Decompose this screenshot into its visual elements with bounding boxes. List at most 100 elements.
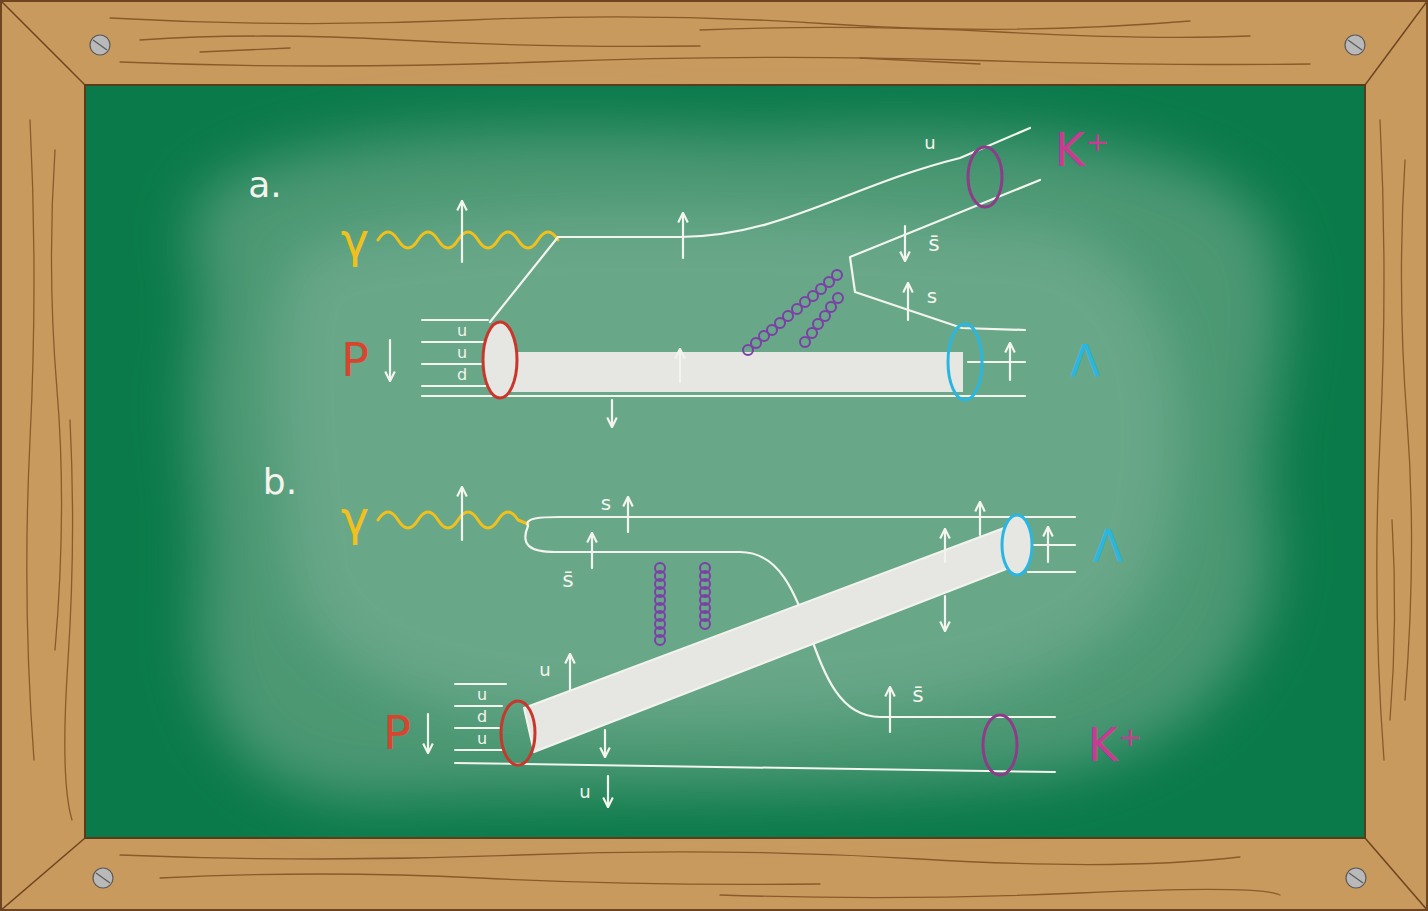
quark-label: d [477,709,487,725]
spin-arrow [944,530,946,562]
quark-label: d [457,367,467,383]
wood-frame [1365,0,1428,85]
gluon-line [783,311,793,321]
panel-letter: b. [263,464,297,500]
spectator-band [524,528,1014,752]
particle-label: Λ [1093,525,1123,569]
quark-line [490,237,558,322]
wood-frame [1401,160,1411,700]
quark-label: u [477,731,487,747]
particle-label: K⁺ [1088,722,1142,768]
spin-arrow [944,596,946,630]
gluon-line [832,270,842,280]
photon-label: γ [341,216,369,264]
wood-frame [0,838,85,911]
screw [1345,35,1365,55]
wood-frame [1365,838,1428,911]
proton-quark-lines [422,385,486,387]
quark-line [527,517,1075,526]
wood-frame [700,27,1250,37]
proton-quark-lines [455,727,501,729]
gluon-line [807,328,817,338]
quark-label: u [457,345,467,361]
spin-arrow [611,400,613,426]
proton-oval [483,322,517,398]
proton-quark-lines [422,341,484,343]
proton-quark-lines [455,763,1055,772]
spin-arrow [569,655,571,690]
particle-label: P [383,710,411,756]
proton-quark-lines [455,705,502,707]
wood-frame [140,36,700,46]
lambda-oval [1002,515,1032,575]
photon-spin-arrow [461,488,463,540]
wood-frame [51,150,61,650]
spin-arrow [427,714,429,752]
spin-arrow [591,534,593,568]
spin-arrow [627,498,629,532]
quark-label: s̄ [928,233,939,255]
diagram-b [378,488,1075,806]
gluon-line [700,619,710,629]
spin-arrow [428,498,1048,806]
screw [1349,873,1363,883]
quark-line [422,395,1025,397]
chalk-smudge [193,129,1284,800]
wood-frame [110,17,1190,30]
quark-label: s̄ [562,569,573,591]
spin-arrow [604,730,606,756]
proton-quark-lines [422,363,484,365]
photon-spin-arrow [461,202,463,262]
proton-oval [501,701,535,765]
lambda-quark-lines [1028,545,1075,572]
quark-label: u [539,661,550,679]
wood-frame [27,17,1412,898]
photon-line [378,232,558,248]
proton-quark-lines [455,749,503,751]
screw [90,35,110,55]
wood-frame [27,120,34,760]
chalk-smudge [193,129,1284,800]
spin-arrow [607,776,609,806]
wood-frame [200,48,980,64]
lambda-quark-lines [1028,571,1075,573]
quark-label: u [477,687,487,703]
photon-line [378,512,528,528]
wood-frame [65,420,73,820]
gluon-line [826,302,836,312]
wood-frame [120,852,1240,865]
spin-arrow [679,350,681,382]
wood-frame [1377,120,1384,760]
spin-arrow [907,284,909,320]
wood-frame [0,0,85,85]
lambda-oval [948,324,982,400]
panel-letter: a. [248,167,282,203]
spin-arrow [682,214,684,258]
proton-quark-lines [455,683,506,685]
wood-frame [160,874,820,884]
gluon-line [800,337,810,347]
gluon-line [743,270,843,355]
wood-frame [120,57,1310,66]
spin-arrow [1009,344,1011,380]
wood-frame [720,889,1280,897]
photon-label: γ [341,494,369,542]
quark-label: s [927,286,937,306]
quark-line [558,128,1030,237]
quark-label: s [601,493,611,513]
spin-arrow [904,226,906,260]
proton-quark-lines [422,319,488,321]
quark-label: u [579,783,590,801]
particle-label: Λ [1070,340,1100,384]
wood-frame [1390,520,1395,720]
proton-quark-lines [422,320,488,386]
quark-line [968,361,1025,363]
spectator-band [505,352,963,392]
screw [1346,868,1366,888]
screw [1348,40,1362,50]
